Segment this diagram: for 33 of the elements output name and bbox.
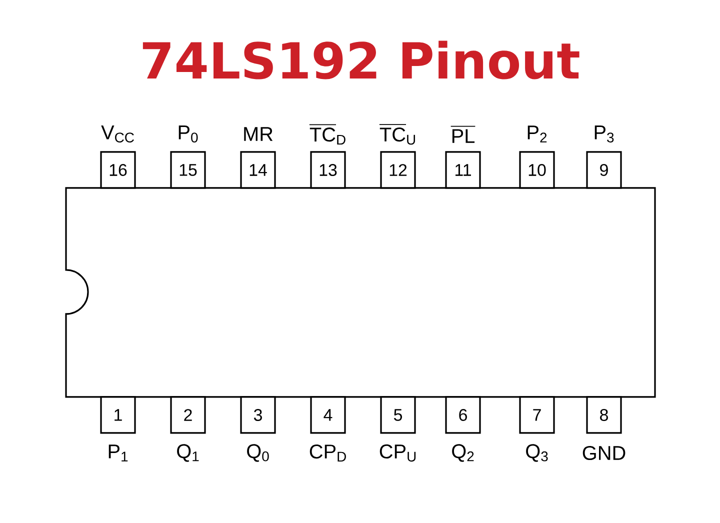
pin-label: CP$_{U}$ [380, 444, 416, 462]
pin-label: Q$_{0}$ [247, 444, 269, 462]
pin-label: P$_{1}$ [108, 444, 128, 462]
pin-box: 3 [240, 396, 276, 434]
pin-box: 4 [310, 396, 346, 434]
pin-label: $\overline{\text{TC}}_{\text{D}}$ [309, 124, 346, 145]
pin-box: 11 [445, 151, 481, 189]
pin-box: 13 [310, 151, 346, 189]
pin-box: 5 [380, 396, 416, 434]
pin-label: P$_{3}$ [594, 126, 614, 142]
pin-label: $\overline{\text{PL}}$ [450, 126, 476, 143]
pin-label: Q$_{2}$ [452, 444, 474, 462]
pin-label: GND [582, 446, 626, 460]
pin-box: 2 [170, 396, 206, 434]
pin-box: 1 [100, 396, 136, 434]
pin-box: 9 [586, 151, 622, 189]
pin-box: 12 [380, 151, 416, 189]
pin-label: $\overline{\text{TC}}_{\text{U}}$ [379, 124, 415, 145]
pin-label: MR [244, 127, 273, 141]
pin-label: Q$_{3}$ [526, 444, 548, 462]
pin-box: 16 [100, 151, 136, 189]
pin-box: 15 [170, 151, 206, 189]
pin-box: 10 [519, 151, 555, 189]
pin-label: Q$_{1}$ [177, 444, 199, 462]
title: 74LS192 Pinout [142, 40, 580, 80]
pin-box: 14 [240, 151, 276, 189]
pin-label: P$_{0}$ [178, 126, 198, 142]
pin-box: 6 [445, 396, 481, 434]
pin-label: CP$_{D}$ [310, 444, 346, 462]
pin-box: 7 [519, 396, 555, 434]
pin-label: P$_{2}$ [528, 126, 547, 142]
pin-label: V$_{CC}$ [101, 126, 134, 142]
pin-box: 8 [586, 396, 622, 434]
